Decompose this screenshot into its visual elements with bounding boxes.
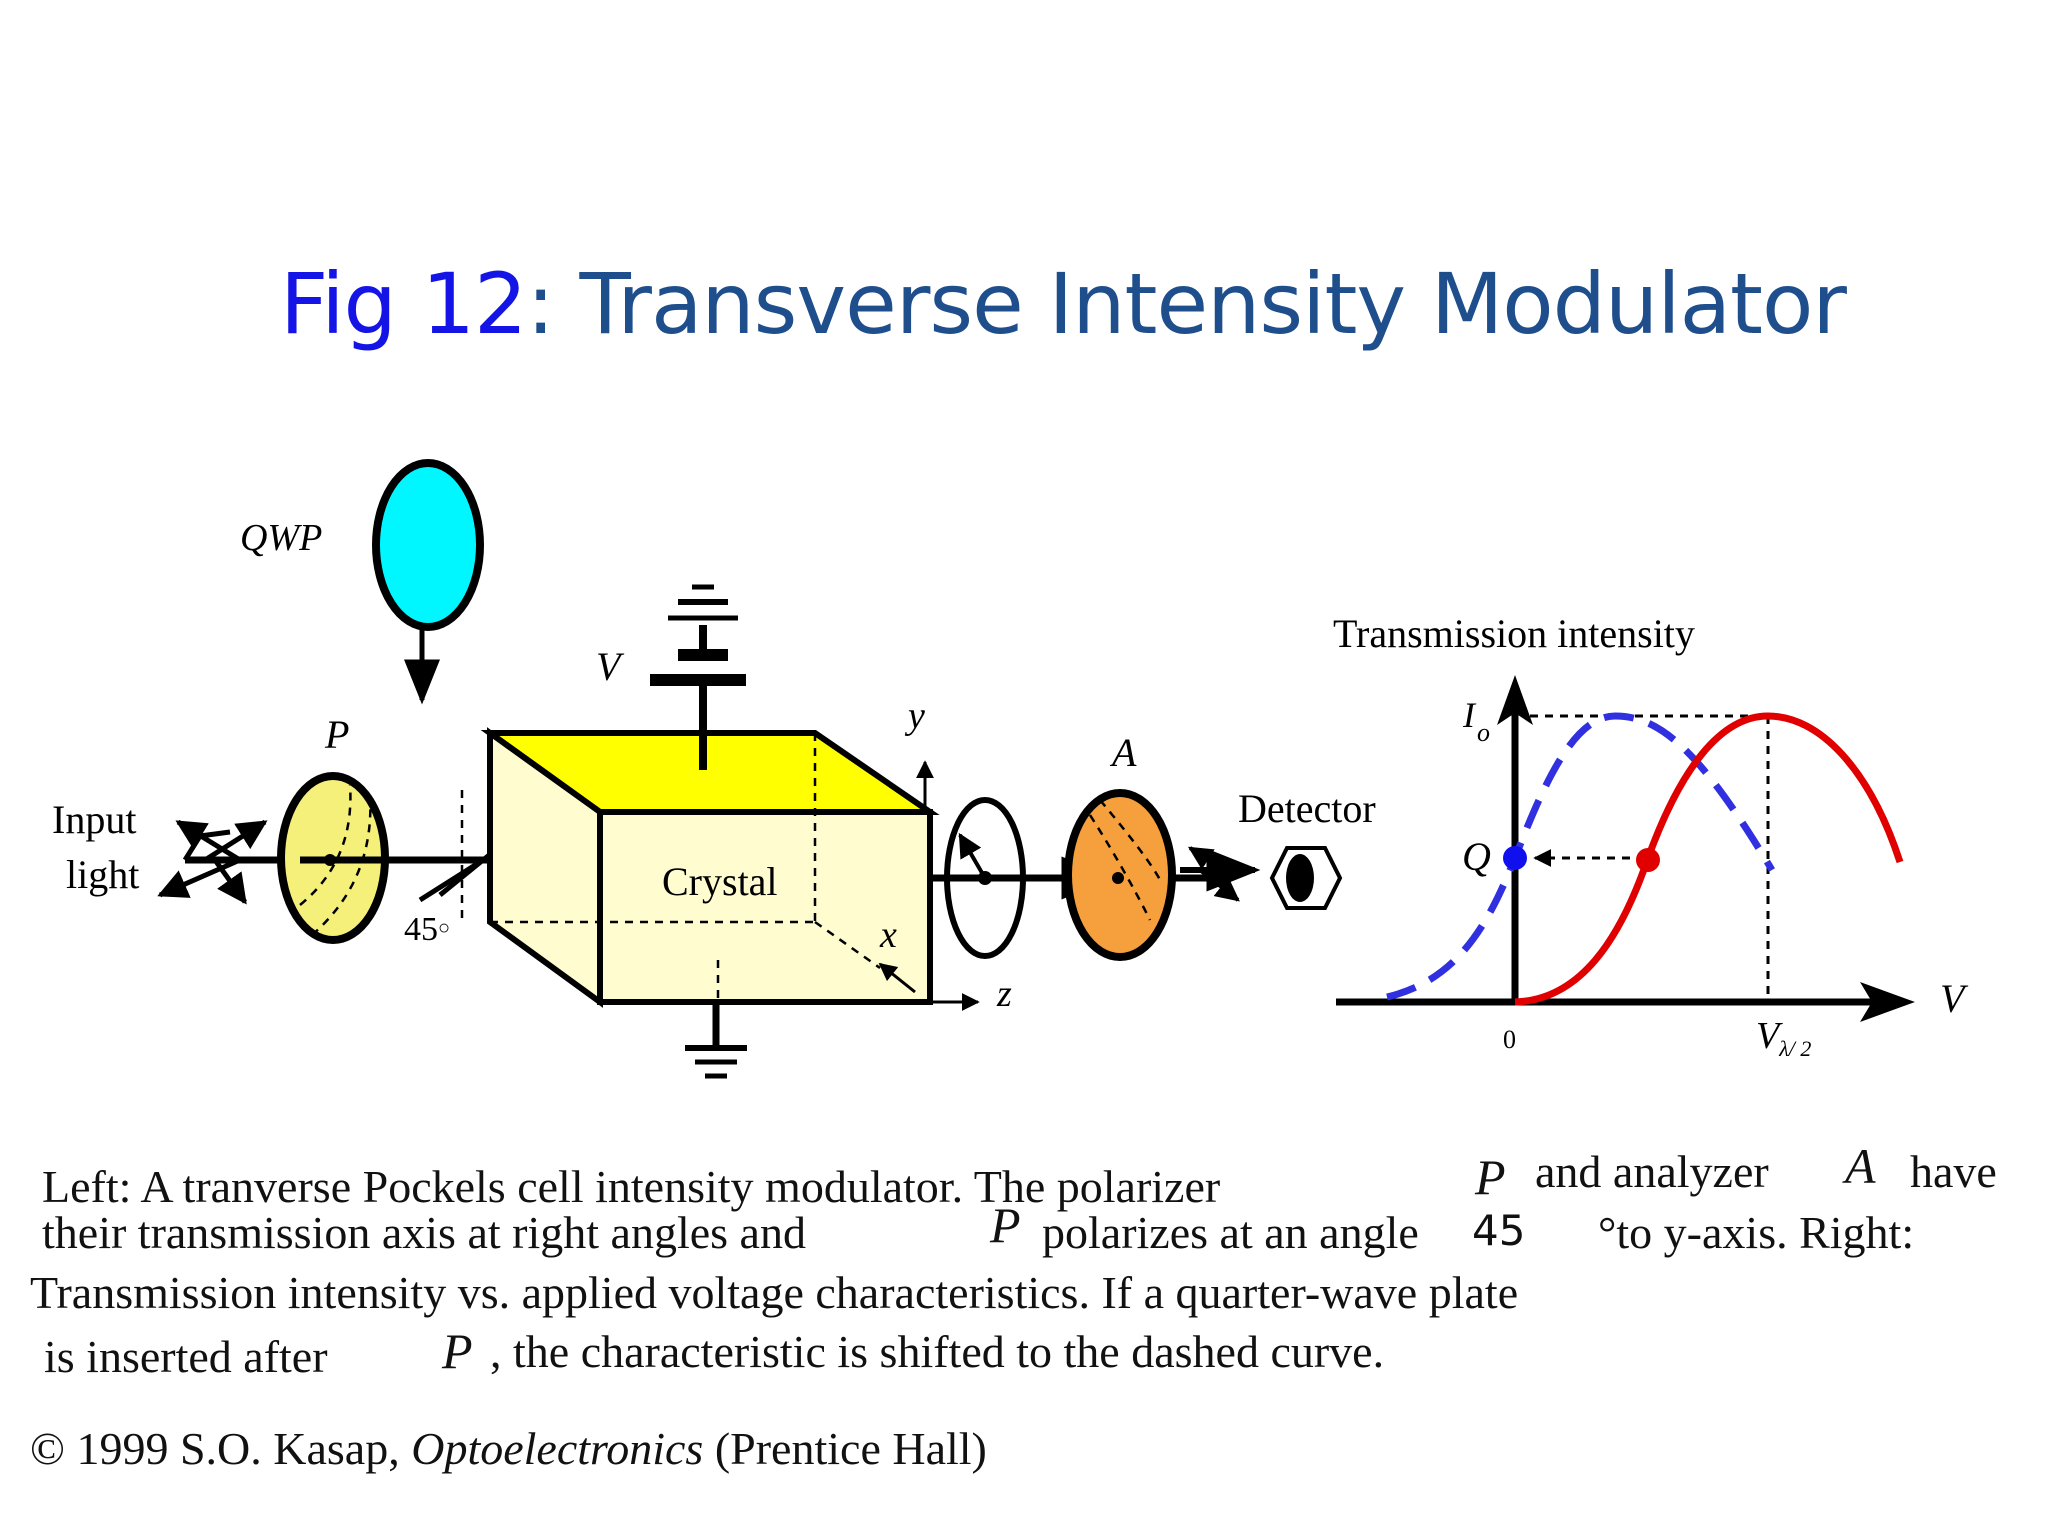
graph-x-label: V [1940,976,1969,1021]
caption-line-2b: polarizes at an angle [1042,1207,1419,1258]
qwp-plate [372,459,484,705]
vhalf-label: Vλ/ 2 [1756,1015,1811,1061]
voltage-source [650,584,746,770]
graph-x-arrow [1860,982,1915,1022]
crystal-label: Crystal [662,859,778,904]
detector-input-arrows [1180,846,1261,902]
analyzer-disk [1064,789,1176,961]
caption-line-2c: °to y-axis. Right: [1598,1207,1915,1258]
caption-line-4b: , the characteristic is shifted to the d… [490,1326,1385,1377]
page-title: Fig 12: Transverse Intensity Modulator [280,255,1847,353]
io-label: Io [1462,695,1490,747]
input-light-arrows [157,819,300,905]
caption-a-1: A [1845,1138,1876,1194]
origin-label: 0 [1503,1025,1516,1054]
copyright-book: Optoelectronics [411,1423,704,1474]
polarizer-disk [277,772,540,944]
angle-label: 45○ [404,911,450,948]
q-point [1503,846,1527,870]
axis-x-label: x [879,914,897,956]
caption-line-1a: Left: A tranverse Pockels cell intensity… [42,1161,1221,1212]
caption-p-4: P [442,1323,473,1379]
solid-curve [1514,712,1904,1006]
caption-line-1c: have [1910,1146,1997,1197]
title-prefix: Fig 12 [280,255,527,353]
input-label-1: Input [52,797,136,842]
graph-title: Transmission intensity [1333,611,1695,656]
graph-y-arrow [1497,675,1533,725]
analyzer-label: A [1109,730,1137,775]
polarizer-label: P [324,712,349,757]
dashed-curve [1386,712,1776,1001]
caption-angle-value: 45 [1472,1206,1526,1255]
caption-line-2a: their transmission axis at right angles … [42,1207,806,1258]
caption-line-4a: is inserted after [44,1331,328,1382]
detector-label: Detector [1238,786,1376,831]
copyright-a: © 1999 S.O. Kasap, [30,1423,412,1474]
crystal-axes [878,760,980,1011]
ground-symbol [685,1002,747,1079]
detector-icon [1269,846,1343,910]
caption-p-1: P [1475,1149,1506,1205]
copyright-b: (Prentice Hall) [703,1423,987,1474]
caption-p-2: P [990,1197,1021,1253]
title-rest: : Transverse Intensity Modulator [526,255,1846,353]
caption-line-1b: and analyzer [1535,1146,1769,1197]
voltage-label: V [596,644,625,689]
axis-z-label: z [996,973,1012,1015]
caption-line-3: Transmission intensity vs. applied volta… [30,1267,1519,1318]
crystal-block [480,727,940,1008]
operating-point [1636,848,1660,872]
q-label: Q [1462,834,1491,879]
copyright: © 1999 S.O. Kasap, Optoelectronics (Pren… [30,1422,987,1475]
axis-y-label: y [904,695,925,737]
qwp-label: QWP [240,517,322,559]
transmission-graph: Transmission intensity Io Q 0 Vλ/ 2 V [1333,611,1969,1061]
input-label-2: light [66,852,139,897]
